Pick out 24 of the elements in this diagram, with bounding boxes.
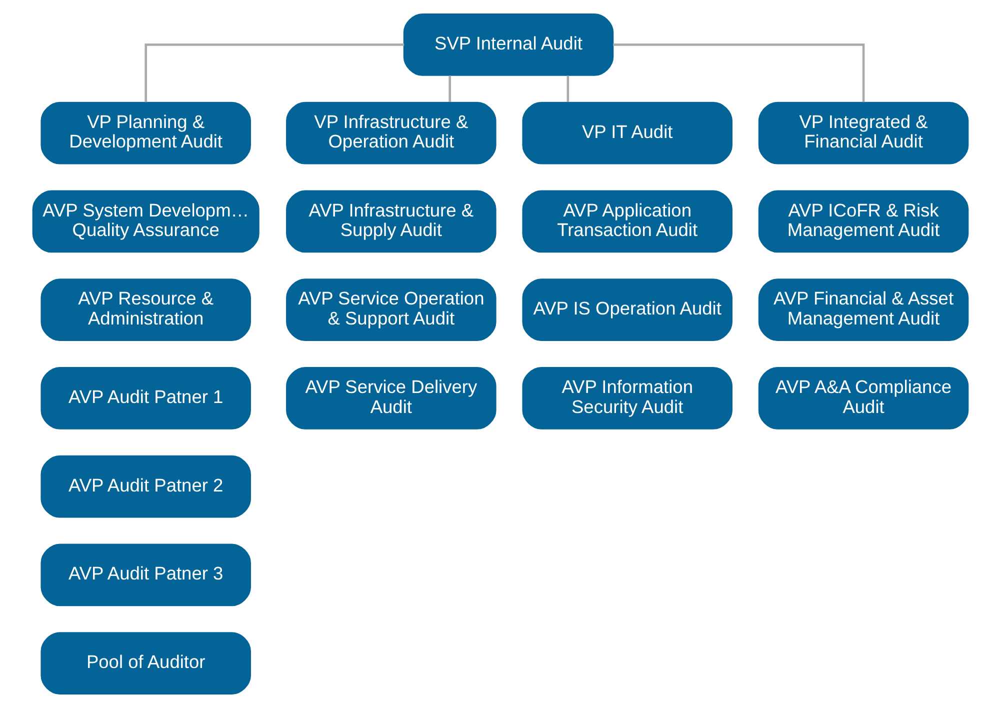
node-box: VP IT Audit	[522, 102, 732, 164]
connector	[144, 44, 404, 102]
node-box: AVP Audit Patner 2	[40, 455, 250, 518]
node-box: AVP Information Security Audit	[522, 366, 732, 430]
node-box: Pool of Auditor	[40, 632, 250, 695]
node-box: AVP Audit Patner 1	[40, 366, 250, 430]
connector	[448, 76, 450, 102]
node-box: VP Integrated & Financial Audit	[758, 102, 968, 164]
node-box: AVP Audit Patner 3	[40, 544, 250, 606]
node-box: AVP IS Operation Audit	[522, 278, 732, 342]
node-box: AVP Service Operation & Support Audit	[286, 278, 496, 342]
node-box: AVP Application Transaction Audit	[522, 190, 732, 253]
node-box: AVP Service Delivery Audit	[286, 366, 496, 430]
node-box: AVP Infrastructure & Supply Audit	[286, 190, 496, 253]
node-box: AVP ICoFR & Risk Management Audit	[758, 190, 968, 253]
connector	[566, 76, 569, 102]
node-box: AVP Financial & Asset Management Audit	[758, 278, 968, 342]
node-box: AVP System Developm… Quality Assurance	[32, 190, 259, 253]
node-box: SVP Internal Audit	[402, 13, 614, 76]
node-box: VP Infrastructure & Operation Audit	[286, 102, 496, 164]
node-box: AVP Resource & Administration	[40, 278, 250, 342]
connector	[612, 44, 864, 102]
node-box: VP Planning & Development Audit	[40, 102, 250, 164]
node-box: AVP A&A Compliance Audit	[758, 366, 968, 430]
